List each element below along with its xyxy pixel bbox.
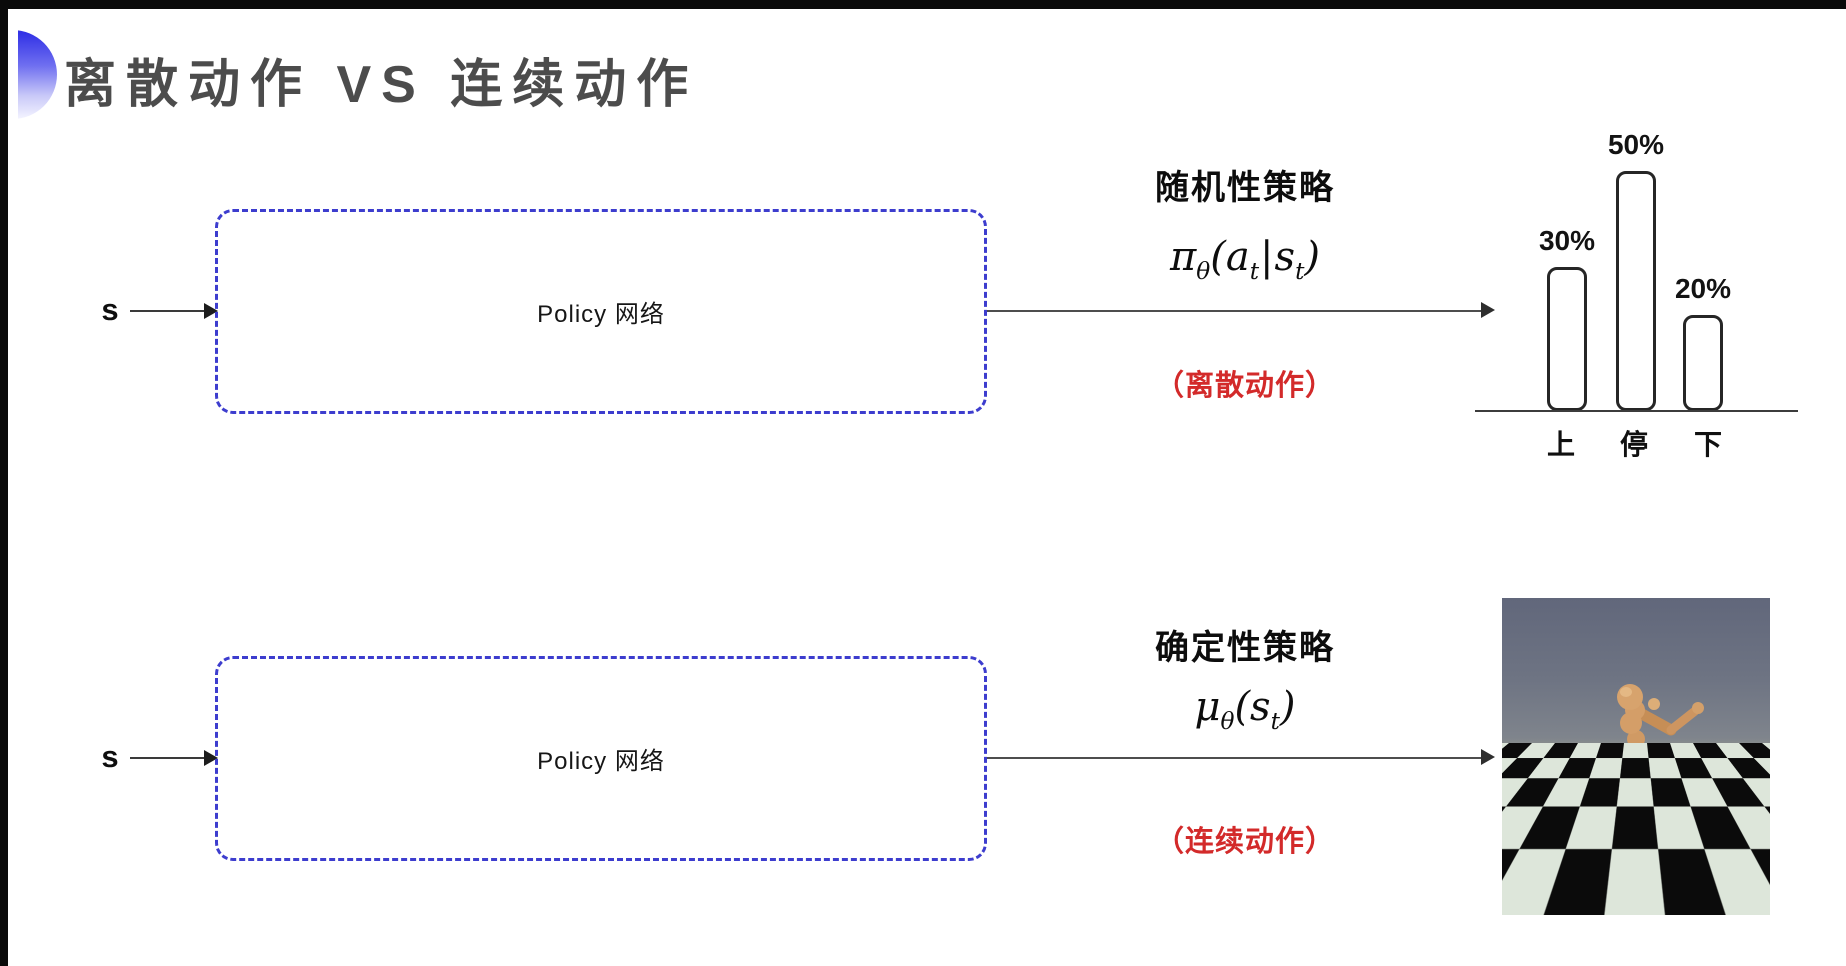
input-arrow-icon [204,303,218,319]
probability-bar-chart: 30% 50% 20% 上 停 下 [1475,105,1805,470]
input-arrow-line [130,310,206,312]
state-input-label: s [101,739,119,774]
bar-group: 20% [1663,273,1743,411]
letterbox-top [0,0,1846,9]
humanoid-simulation-figure [1502,598,1770,915]
deterministic-policy-formula: μθ(st) [1194,684,1296,735]
policy-network-label: Policy 网络 [537,748,665,775]
bar-category-label: 下 [1693,429,1722,460]
policy-network-box: Policy 网络 [215,209,987,414]
output-arrow-icon [1481,749,1495,765]
page-title: 离散动作 VS 连续动作 [64,56,699,114]
humanoid-robot-icon [1580,684,1704,855]
probability-bar [1547,267,1587,411]
letterbox-left [0,0,8,966]
policy-type-label: 确定性策略 [1155,629,1335,667]
probability-bar [1616,171,1656,411]
bar-value-label: 20% [1674,273,1732,304]
policy-type-label: 随机性策略 [1155,169,1335,207]
bar-group: 30% [1527,225,1607,411]
accent-circle-icon [18,30,58,119]
output-arrow-icon [1481,302,1495,318]
bar-category-label: 停 [1619,429,1648,460]
bar-value-label: 50% [1607,129,1665,160]
chart-axis [1475,410,1798,412]
output-arrow-line [987,757,1482,759]
action-type-note: （连续动作） [1154,826,1335,858]
policy-network-label: Policy 网络 [537,301,665,328]
output-arrow-line [987,310,1482,312]
bar-value-label: 30% [1538,225,1596,256]
state-input-label: s [101,292,119,327]
policy-network-box: Policy 网络 [215,656,987,861]
stochastic-policy-formula: πθ(at|st) [1169,234,1320,285]
bar-group: 50% [1596,129,1676,411]
bar-category-label: 上 [1546,429,1575,460]
input-arrow-line [130,757,206,759]
probability-bar [1683,315,1723,411]
action-type-note: （离散动作） [1154,370,1335,402]
input-arrow-icon [204,750,218,766]
